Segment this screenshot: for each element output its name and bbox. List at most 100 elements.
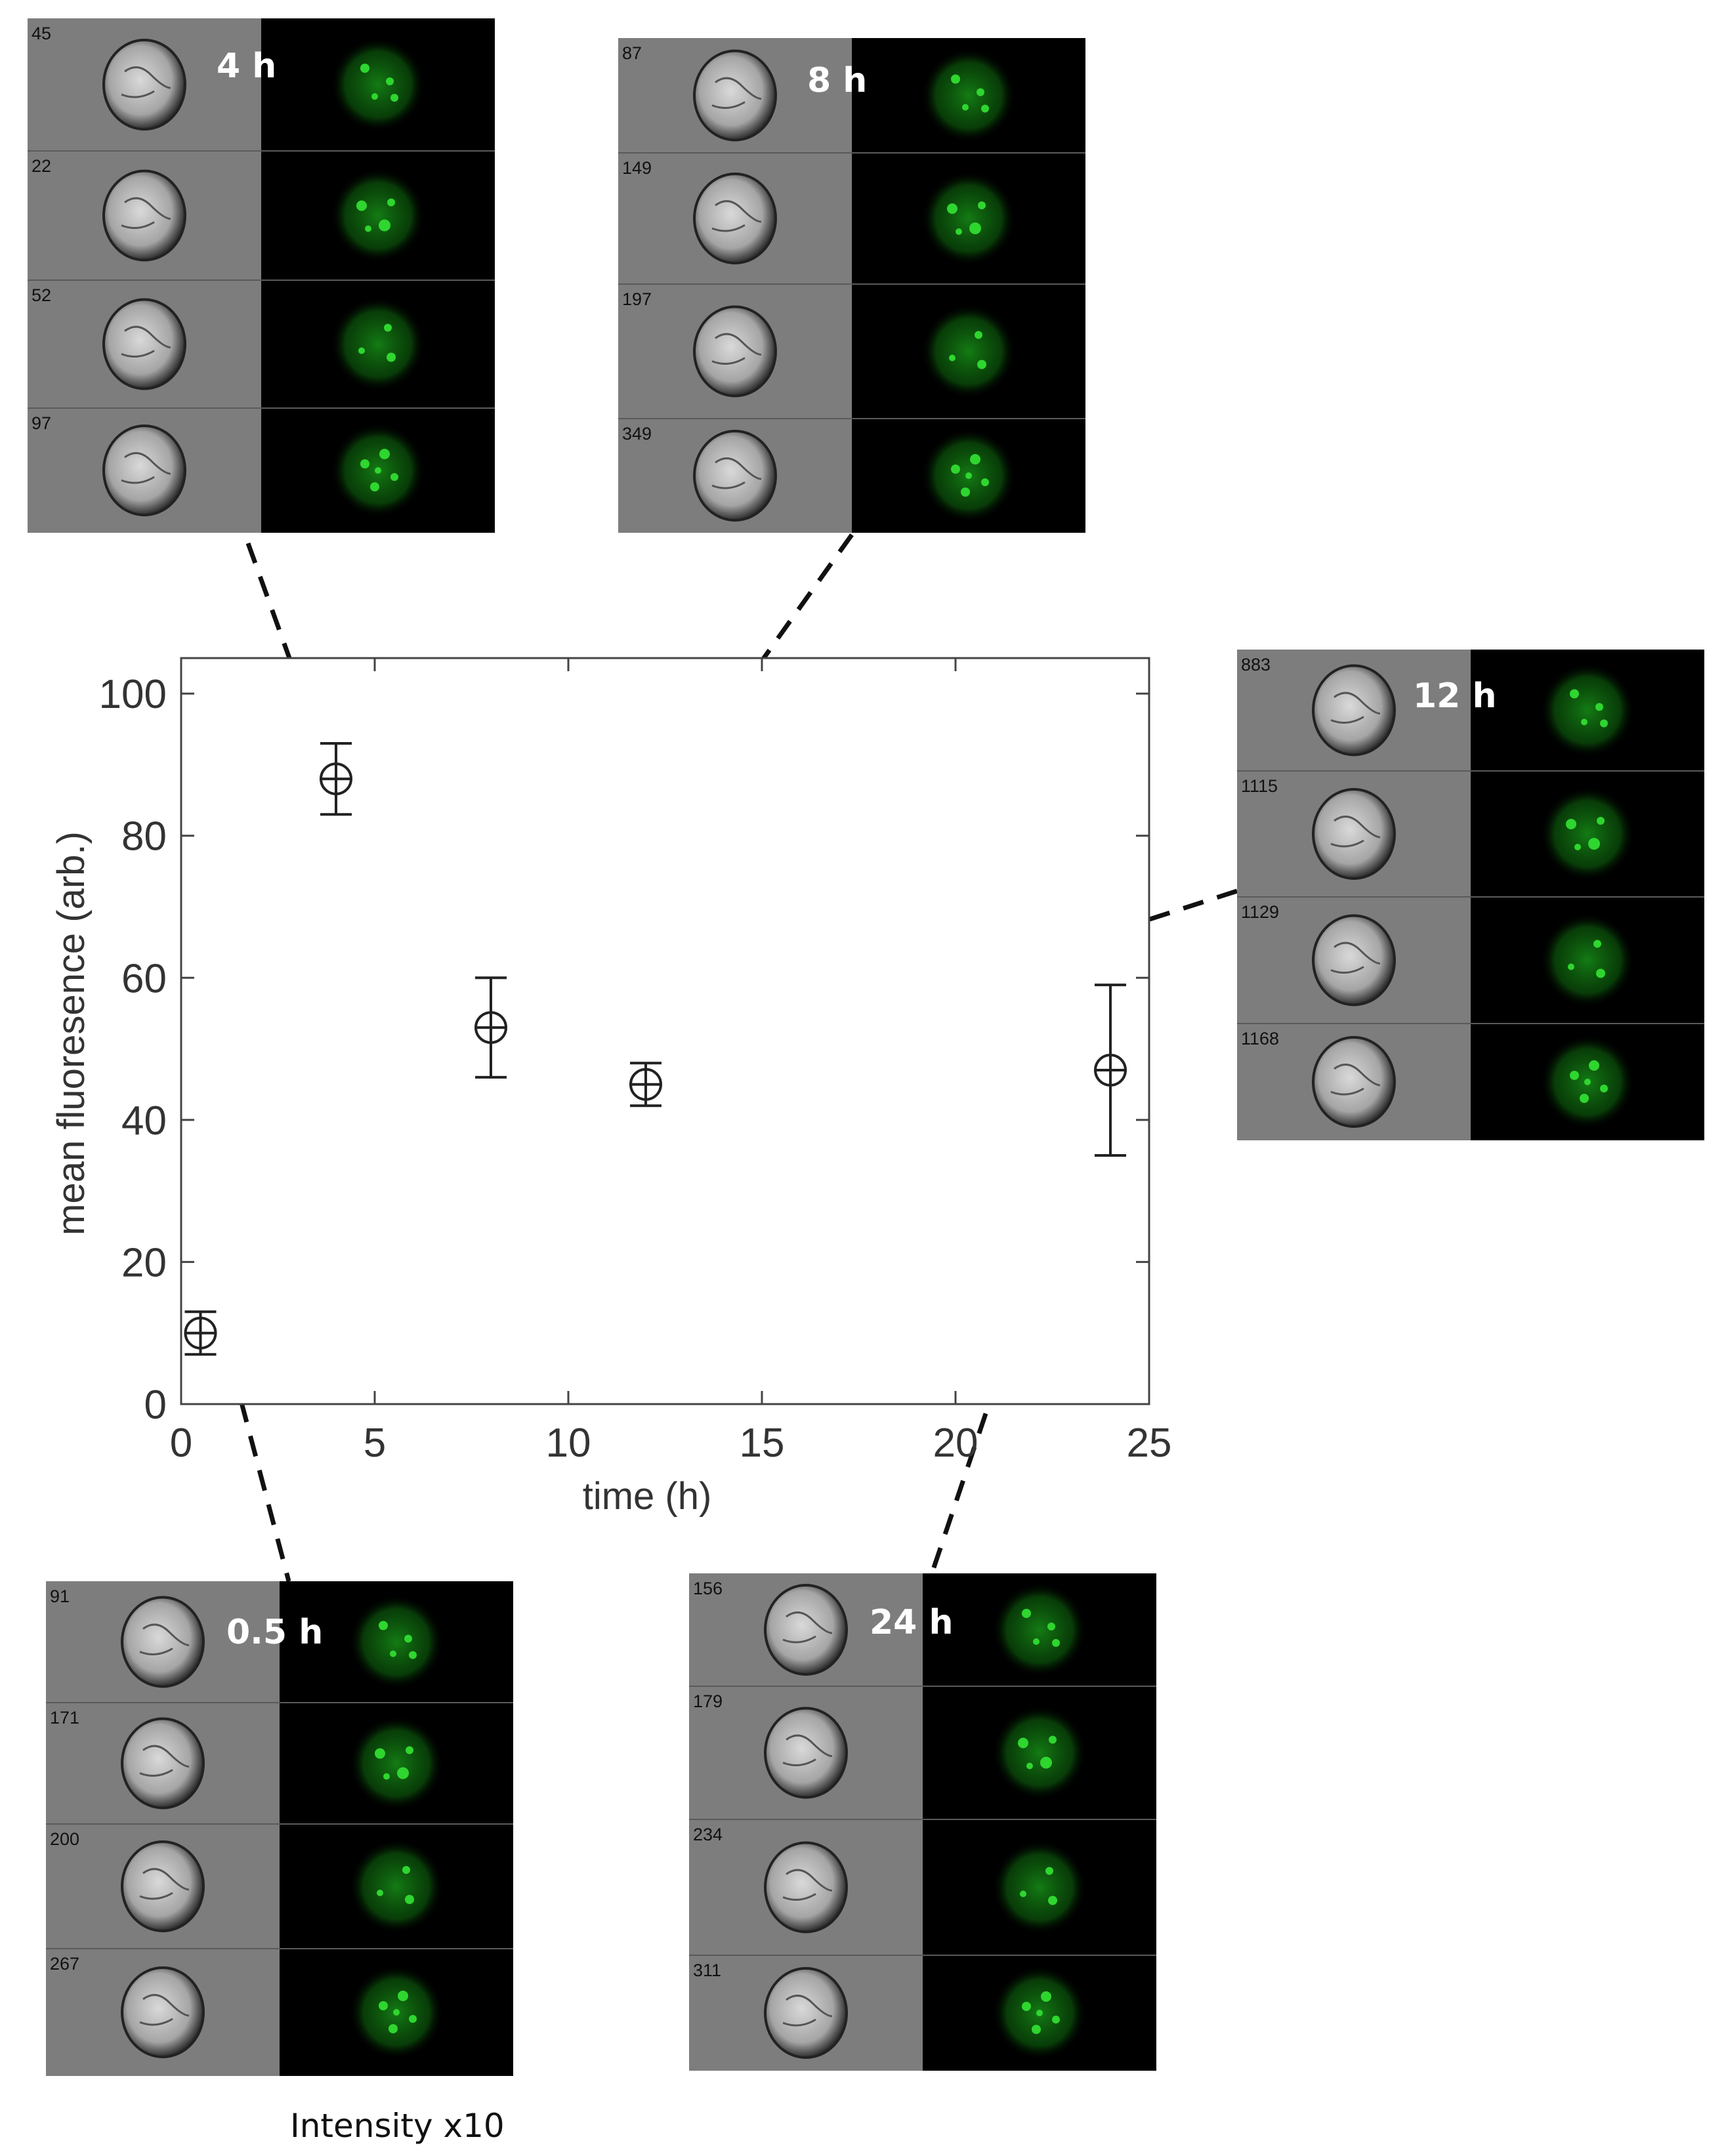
y-tick-label: 20	[121, 1240, 167, 1285]
fluorescent-spot	[375, 467, 381, 474]
fluorescent-spot	[1570, 689, 1579, 699]
cell-texture	[121, 325, 171, 358]
cell-id: 149	[622, 158, 652, 178]
fluorescent-spot	[1040, 1756, 1052, 1769]
fluorescent-cell	[349, 1594, 444, 1690]
cell-id: 179	[693, 1691, 723, 1711]
fluorescent-spot	[1600, 719, 1608, 728]
fluorescent-spot	[371, 93, 378, 100]
fluorescent-spot	[951, 74, 960, 84]
cell-texture	[1330, 692, 1381, 724]
cell-id: 883	[1241, 655, 1271, 674]
fluorescent-spot	[956, 228, 962, 235]
brightfield-cell	[102, 169, 186, 262]
cell-texture	[711, 333, 762, 365]
fluorescent-spot	[360, 64, 369, 73]
brightfield-cell	[693, 49, 777, 142]
intensity-caption: Intensity x10	[290, 2107, 505, 2145]
fluorescent-spot	[398, 1991, 408, 2001]
fluorescent-spot	[977, 88, 984, 96]
cell-id: 1168	[1241, 1029, 1279, 1048]
panel-time-label: 24 h	[870, 1603, 954, 1642]
brightfield-cell	[693, 305, 777, 398]
x-tick-label: 0	[170, 1420, 192, 1466]
brightfield-cell	[1312, 914, 1396, 1006]
cell-id: 52	[32, 285, 51, 305]
cell-texture	[139, 1623, 190, 1655]
axis-ticks	[180, 658, 1150, 1405]
brightfield-cell	[121, 1717, 205, 1810]
fluorescent-spot	[947, 203, 957, 214]
cell-id: 267	[50, 1954, 79, 1974]
fluorescent-spot	[969, 222, 981, 234]
fluorescent-cell	[1540, 787, 1635, 881]
fluorescent-spot	[390, 94, 398, 102]
y-tick-label: 0	[144, 1382, 167, 1428]
cell-texture	[121, 66, 171, 98]
fluorescent-spot	[1022, 2002, 1031, 2011]
x-axis-title: time (h)	[583, 1475, 712, 1518]
brightfield-cell	[764, 1707, 848, 1799]
fluorescent-spot	[409, 2015, 417, 2023]
cell-texture	[1330, 816, 1381, 848]
fluorescent-spot	[1052, 2016, 1060, 2023]
fluorescent-cell	[921, 304, 1016, 399]
y-tick-label: 100	[99, 672, 167, 717]
fluorescent-spot	[1580, 1094, 1589, 1103]
panel-time-label: 12 h	[1413, 676, 1497, 716]
cell-id: 234	[693, 1825, 723, 1844]
fluorescent-spot	[1022, 1609, 1031, 1618]
fluorescent-spot	[1588, 838, 1600, 850]
cell-texture	[1330, 1064, 1381, 1096]
fluorescent-spot	[1047, 1623, 1055, 1630]
x-tick-label: 20	[933, 1420, 978, 1466]
fluorescent-cell	[331, 37, 425, 132]
fluorescent-cell	[1540, 913, 1635, 1008]
fluorescent-spot	[379, 2001, 388, 2010]
fluorescent-spot	[1026, 1762, 1033, 1770]
fluorescent-cell	[992, 1705, 1087, 1800]
fluorescent-cell	[1540, 663, 1635, 758]
fluorescent-cell	[331, 297, 425, 392]
data-point	[474, 976, 507, 1079]
fluorescent-spot	[387, 352, 396, 362]
plot-area	[180, 657, 1150, 1405]
cell-id: 22	[32, 156, 51, 176]
cell-id: 311	[693, 1960, 721, 1980]
fluorescent-spot	[1566, 819, 1576, 829]
cell-texture	[139, 1868, 190, 1900]
fluorescent-spot	[961, 487, 970, 497]
cell-texture	[139, 1745, 190, 1777]
brightfield-cell	[764, 1967, 848, 2059]
fluorescent-spot	[402, 1866, 410, 1874]
cell-id: 1115	[1241, 776, 1278, 796]
fluorescent-spot	[1600, 1085, 1608, 1092]
fluorescent-spot	[397, 1767, 409, 1779]
panel-time-label: 4 h	[217, 47, 276, 86]
fluorescent-spot	[949, 354, 956, 362]
data-points	[184, 741, 1127, 1356]
cell-id: 45	[32, 24, 51, 43]
cell-texture	[121, 197, 171, 229]
cell-id: 171	[50, 1708, 79, 1728]
cell-id: 197	[622, 289, 652, 309]
fluorescent-spot	[951, 465, 960, 474]
y-axis-title: mean fluoresence (arb.)	[50, 831, 93, 1235]
fluorescent-spot	[379, 1621, 388, 1630]
fluorescent-spot	[1589, 1060, 1599, 1071]
fluorescent-spot	[1584, 1079, 1591, 1085]
cell-texture	[782, 1611, 833, 1644]
brightfield-cell	[693, 430, 777, 522]
cell-texture	[711, 457, 762, 489]
fluorescent-spot	[358, 347, 365, 354]
fluorescent-spot	[390, 473, 398, 481]
fluorescent-spot	[360, 459, 369, 468]
x-tick-label: 10	[546, 1420, 591, 1466]
brightfield-cell	[102, 39, 186, 131]
fluorescent-spot	[390, 1650, 396, 1657]
